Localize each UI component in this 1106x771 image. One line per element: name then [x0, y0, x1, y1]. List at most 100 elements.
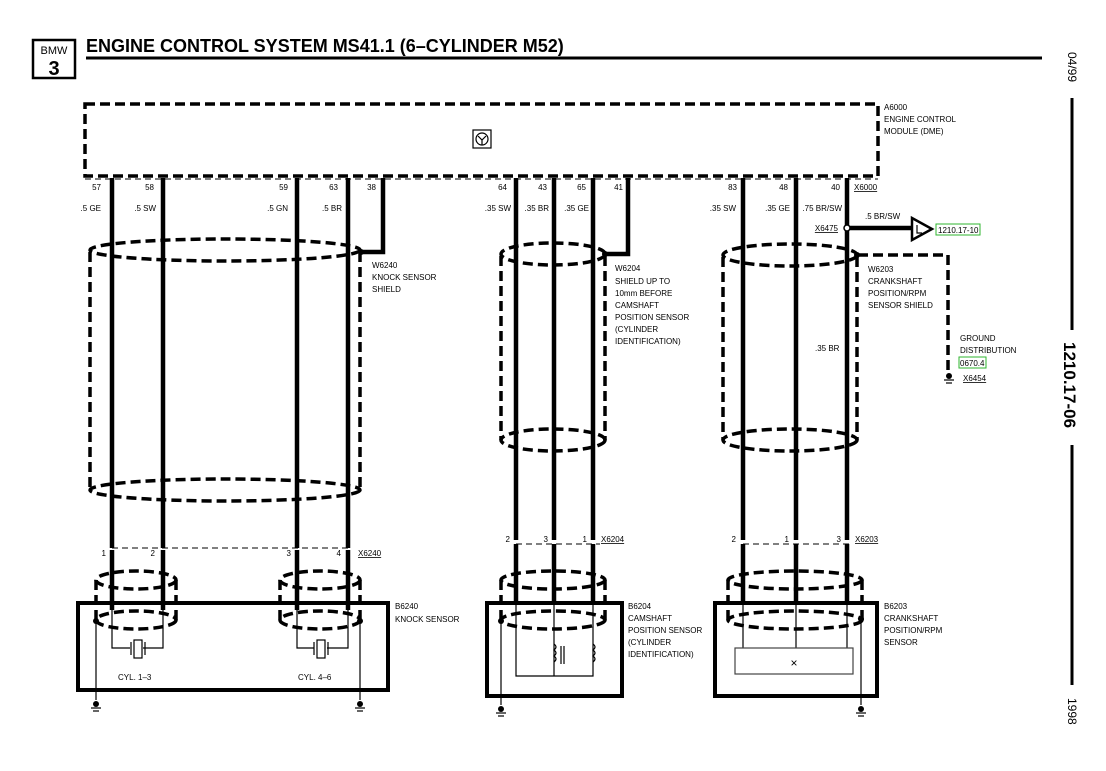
component-name: (CYLINDER [628, 638, 671, 647]
component-id: B6204 [628, 602, 652, 611]
connector-pin: 3 [544, 535, 549, 544]
shield-desc: CAMSHAFT [615, 301, 659, 310]
component-id: B6240 [395, 602, 419, 611]
wire-label: .5 GE [81, 204, 101, 213]
wire-label: .75 BR/SW [802, 204, 842, 213]
ecm-module[interactable] [83, 102, 880, 180]
year-label: 1998 [1065, 698, 1079, 725]
date-label: 04/99 [1065, 52, 1079, 82]
cyl-label: CYL. 4–6 [298, 673, 332, 682]
logo-top: BMW [41, 45, 69, 57]
crank-sensor-b6203[interactable] [713, 544, 879, 705]
ground-label: DISTRIBUTION [960, 346, 1017, 355]
ground-label: GROUND [960, 334, 996, 343]
cam-wires[interactable] [513, 178, 631, 540]
pin-number: 58 [145, 183, 154, 192]
wire-label: .5 SW [134, 204, 156, 213]
ecm-connector-id: X6000 [854, 183, 878, 192]
pin-number: 48 [779, 183, 788, 192]
cam-sensor-b6204[interactable] [485, 544, 624, 705]
wire-label: .35 GE [564, 204, 589, 213]
page-code: 1210.17-06 [1060, 342, 1079, 428]
wire-label: .35 BR [525, 204, 550, 213]
connector-pin: 2 [506, 535, 511, 544]
pin-number: 65 [577, 183, 586, 192]
xref-link[interactable]: 1210.17-10 [938, 226, 979, 235]
xref-link-box[interactable] [935, 223, 981, 236]
connector-pin: 3 [287, 549, 292, 558]
connector-pin: 2 [151, 549, 156, 558]
connector-id: X6240 [358, 549, 382, 558]
shield-id: W6203 [868, 265, 894, 274]
wire-label: .35 SW [485, 204, 512, 213]
ecm-name-1: ENGINE CONTROL [884, 115, 957, 124]
component-name: SENSOR [884, 638, 918, 647]
knock-wires[interactable] [109, 178, 386, 548]
pin-number: 43 [538, 183, 547, 192]
knock-shield-w6240 [88, 237, 364, 503]
bmw-3-logo: BMW 3 [31, 38, 77, 80]
crank-wires[interactable] [740, 178, 950, 540]
ground-icon [856, 706, 866, 717]
shield-desc: KNOCK SENSOR [372, 273, 437, 282]
shield-desc: POSITION SENSOR [615, 313, 689, 322]
wire-label: .5 BR/SW [865, 212, 901, 221]
component-name: POSITION SENSOR [628, 626, 702, 635]
connector-pin: 1 [785, 535, 790, 544]
pin-number: 41 [614, 183, 623, 192]
connector-pin: 2 [732, 535, 737, 544]
shield-desc: SHIELD UP TO [615, 277, 670, 286]
wire-label: .35 GE [765, 204, 790, 213]
shield-id: W6204 [615, 264, 641, 273]
connector-pin: 1 [102, 549, 107, 558]
shield-desc: (CYLINDER [615, 325, 658, 334]
component-name: POSITION/RPM [884, 626, 943, 635]
sensor-element-icon: × [790, 656, 797, 670]
component-name: CAMSHAFT [628, 614, 672, 623]
wire-label: .5 BR [322, 204, 342, 213]
connector-pin: 1 [583, 535, 588, 544]
ground-icon [496, 706, 506, 717]
component-id: B6203 [884, 602, 908, 611]
splice-point [843, 224, 851, 232]
ground-icon [355, 701, 365, 712]
ecm-id: A6000 [884, 103, 908, 112]
shield-id: W6240 [372, 261, 398, 270]
pin-number: 63 [329, 183, 338, 192]
cam-shield-w6204 [499, 241, 608, 453]
wire-label: .35 BR [815, 344, 840, 353]
shield-desc: POSITION/RPM [868, 289, 927, 298]
continuation-arrow-icon[interactable] [910, 215, 935, 243]
page-title: ENGINE CONTROL SYSTEM MS41.1 (6–CYLINDER… [86, 36, 564, 56]
connector-id: X6204 [601, 535, 625, 544]
ground-icon [944, 373, 954, 384]
logo-bottom: 3 [48, 58, 59, 80]
pin-number: 40 [831, 183, 840, 192]
shield-desc: 10mm BEFORE [615, 289, 672, 298]
connector-id: X6203 [855, 535, 879, 544]
component-name: CRANKSHAFT [884, 614, 938, 623]
xref-link-box[interactable] [958, 356, 987, 369]
shield-desc: CRANKSHAFT [868, 277, 922, 286]
wire-label: .35 SW [710, 204, 737, 213]
connector-pin: 3 [837, 535, 842, 544]
pin-number: 64 [498, 183, 507, 192]
esd-sensitive-icon [472, 129, 492, 149]
shield-desc: IDENTIFICATION) [615, 337, 681, 346]
knock-sensor-b6240[interactable] [76, 550, 390, 700]
cyl-label: CYL. 1–3 [118, 673, 152, 682]
component-name: KNOCK SENSOR [395, 615, 460, 624]
ecm-name-2: MODULE (DME) [884, 127, 944, 136]
ground-icon [91, 701, 101, 712]
pin-number: 57 [92, 183, 101, 192]
ground-id: X6454 [963, 374, 987, 383]
splice-id: X6475 [815, 224, 839, 233]
crank-shield-w6203 [721, 242, 860, 453]
pin-labels: 57 .5 GE 58 .5 SW 59 .5 GN 63 .5 BR 38 6… [81, 183, 843, 213]
pin-number: 83 [728, 183, 737, 192]
pin-number: 59 [279, 183, 288, 192]
pin-number: 38 [367, 183, 376, 192]
shield-desc: SHIELD [372, 285, 401, 294]
xref-link[interactable]: 0670.4 [960, 359, 985, 368]
